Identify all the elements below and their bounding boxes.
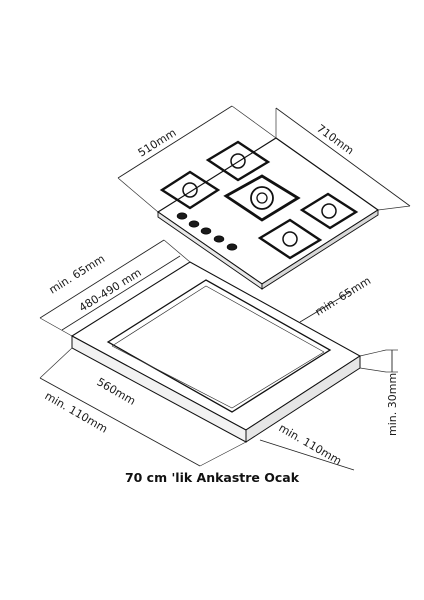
control-knobs bbox=[176, 212, 238, 251]
knob-icon bbox=[200, 227, 212, 235]
knob-icon bbox=[176, 212, 188, 220]
knob-icon bbox=[213, 235, 225, 243]
hob-drawing bbox=[117, 105, 411, 290]
caption: 70 cm 'lik Ankastre Ocak bbox=[124, 470, 300, 485]
knob-icon bbox=[188, 220, 200, 228]
right-clearance-label: min. 65mm bbox=[313, 274, 373, 319]
countertop-drawing bbox=[39, 239, 398, 471]
pan-support-left bbox=[159, 170, 221, 210]
pan-support-center-wok bbox=[223, 174, 301, 222]
hob-glass-edge-right bbox=[261, 209, 379, 290]
thickness-label: min. 30mm bbox=[386, 373, 399, 436]
hob-depth-label: 510mm bbox=[136, 126, 179, 160]
bottom-side-label: min. 110mm bbox=[277, 421, 344, 467]
pan-support-right bbox=[299, 192, 359, 230]
hob-width-label: 710mm bbox=[314, 122, 356, 157]
knob-icon bbox=[226, 243, 238, 251]
pan-support-front bbox=[257, 218, 323, 260]
pan-support-rear bbox=[205, 140, 271, 182]
left-side-label: min. 110mm bbox=[43, 389, 110, 435]
